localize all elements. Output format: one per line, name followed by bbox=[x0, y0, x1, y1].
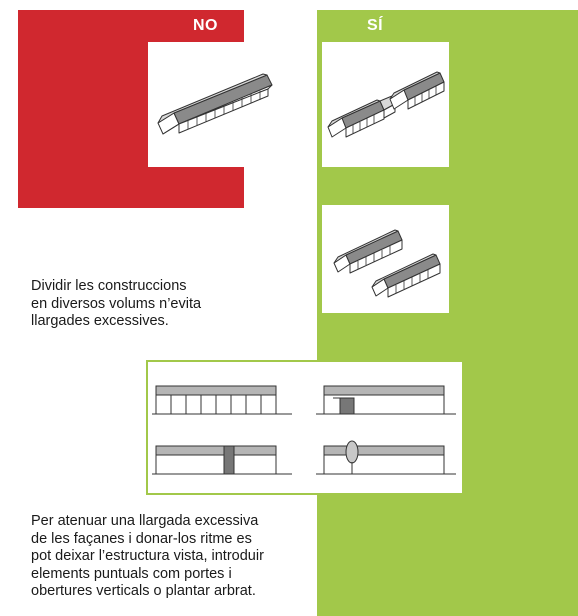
connected-volumes-illustration bbox=[327, 71, 445, 138]
caption-line: en diversos volums n’evita bbox=[31, 295, 202, 312]
caption-line: obertures verticals o plantar arbrat. bbox=[31, 583, 256, 599]
facades-caption: Per atenuar una llargada excessiva de le… bbox=[31, 513, 321, 601]
volumes-caption: Dividir les construccions en diversos vo… bbox=[31, 278, 251, 331]
caption-line: de les façanes i donar-los ritme es bbox=[31, 530, 252, 547]
facade-options-illustration bbox=[152, 385, 456, 475]
facade-options-figure bbox=[146, 360, 464, 495]
no-label: NO bbox=[193, 17, 218, 34]
caption-line: elements puntuals com portes i bbox=[31, 565, 232, 582]
caption-line: pot deixar l’estructura vista, introduir bbox=[31, 548, 264, 564]
caption-line: llargades excessives. bbox=[31, 313, 169, 329]
long-building-illustration bbox=[157, 73, 273, 135]
separate-volumes-illustration bbox=[333, 229, 441, 298]
long-building-figure bbox=[148, 42, 275, 167]
caption-line: Dividir les construccions bbox=[31, 278, 187, 294]
si-label: SÍ bbox=[367, 17, 384, 34]
caption-line: Per atenuar una llargada excessiva bbox=[31, 513, 259, 529]
connected-volumes-figure bbox=[322, 42, 449, 167]
separate-volumes-figure bbox=[322, 205, 449, 313]
